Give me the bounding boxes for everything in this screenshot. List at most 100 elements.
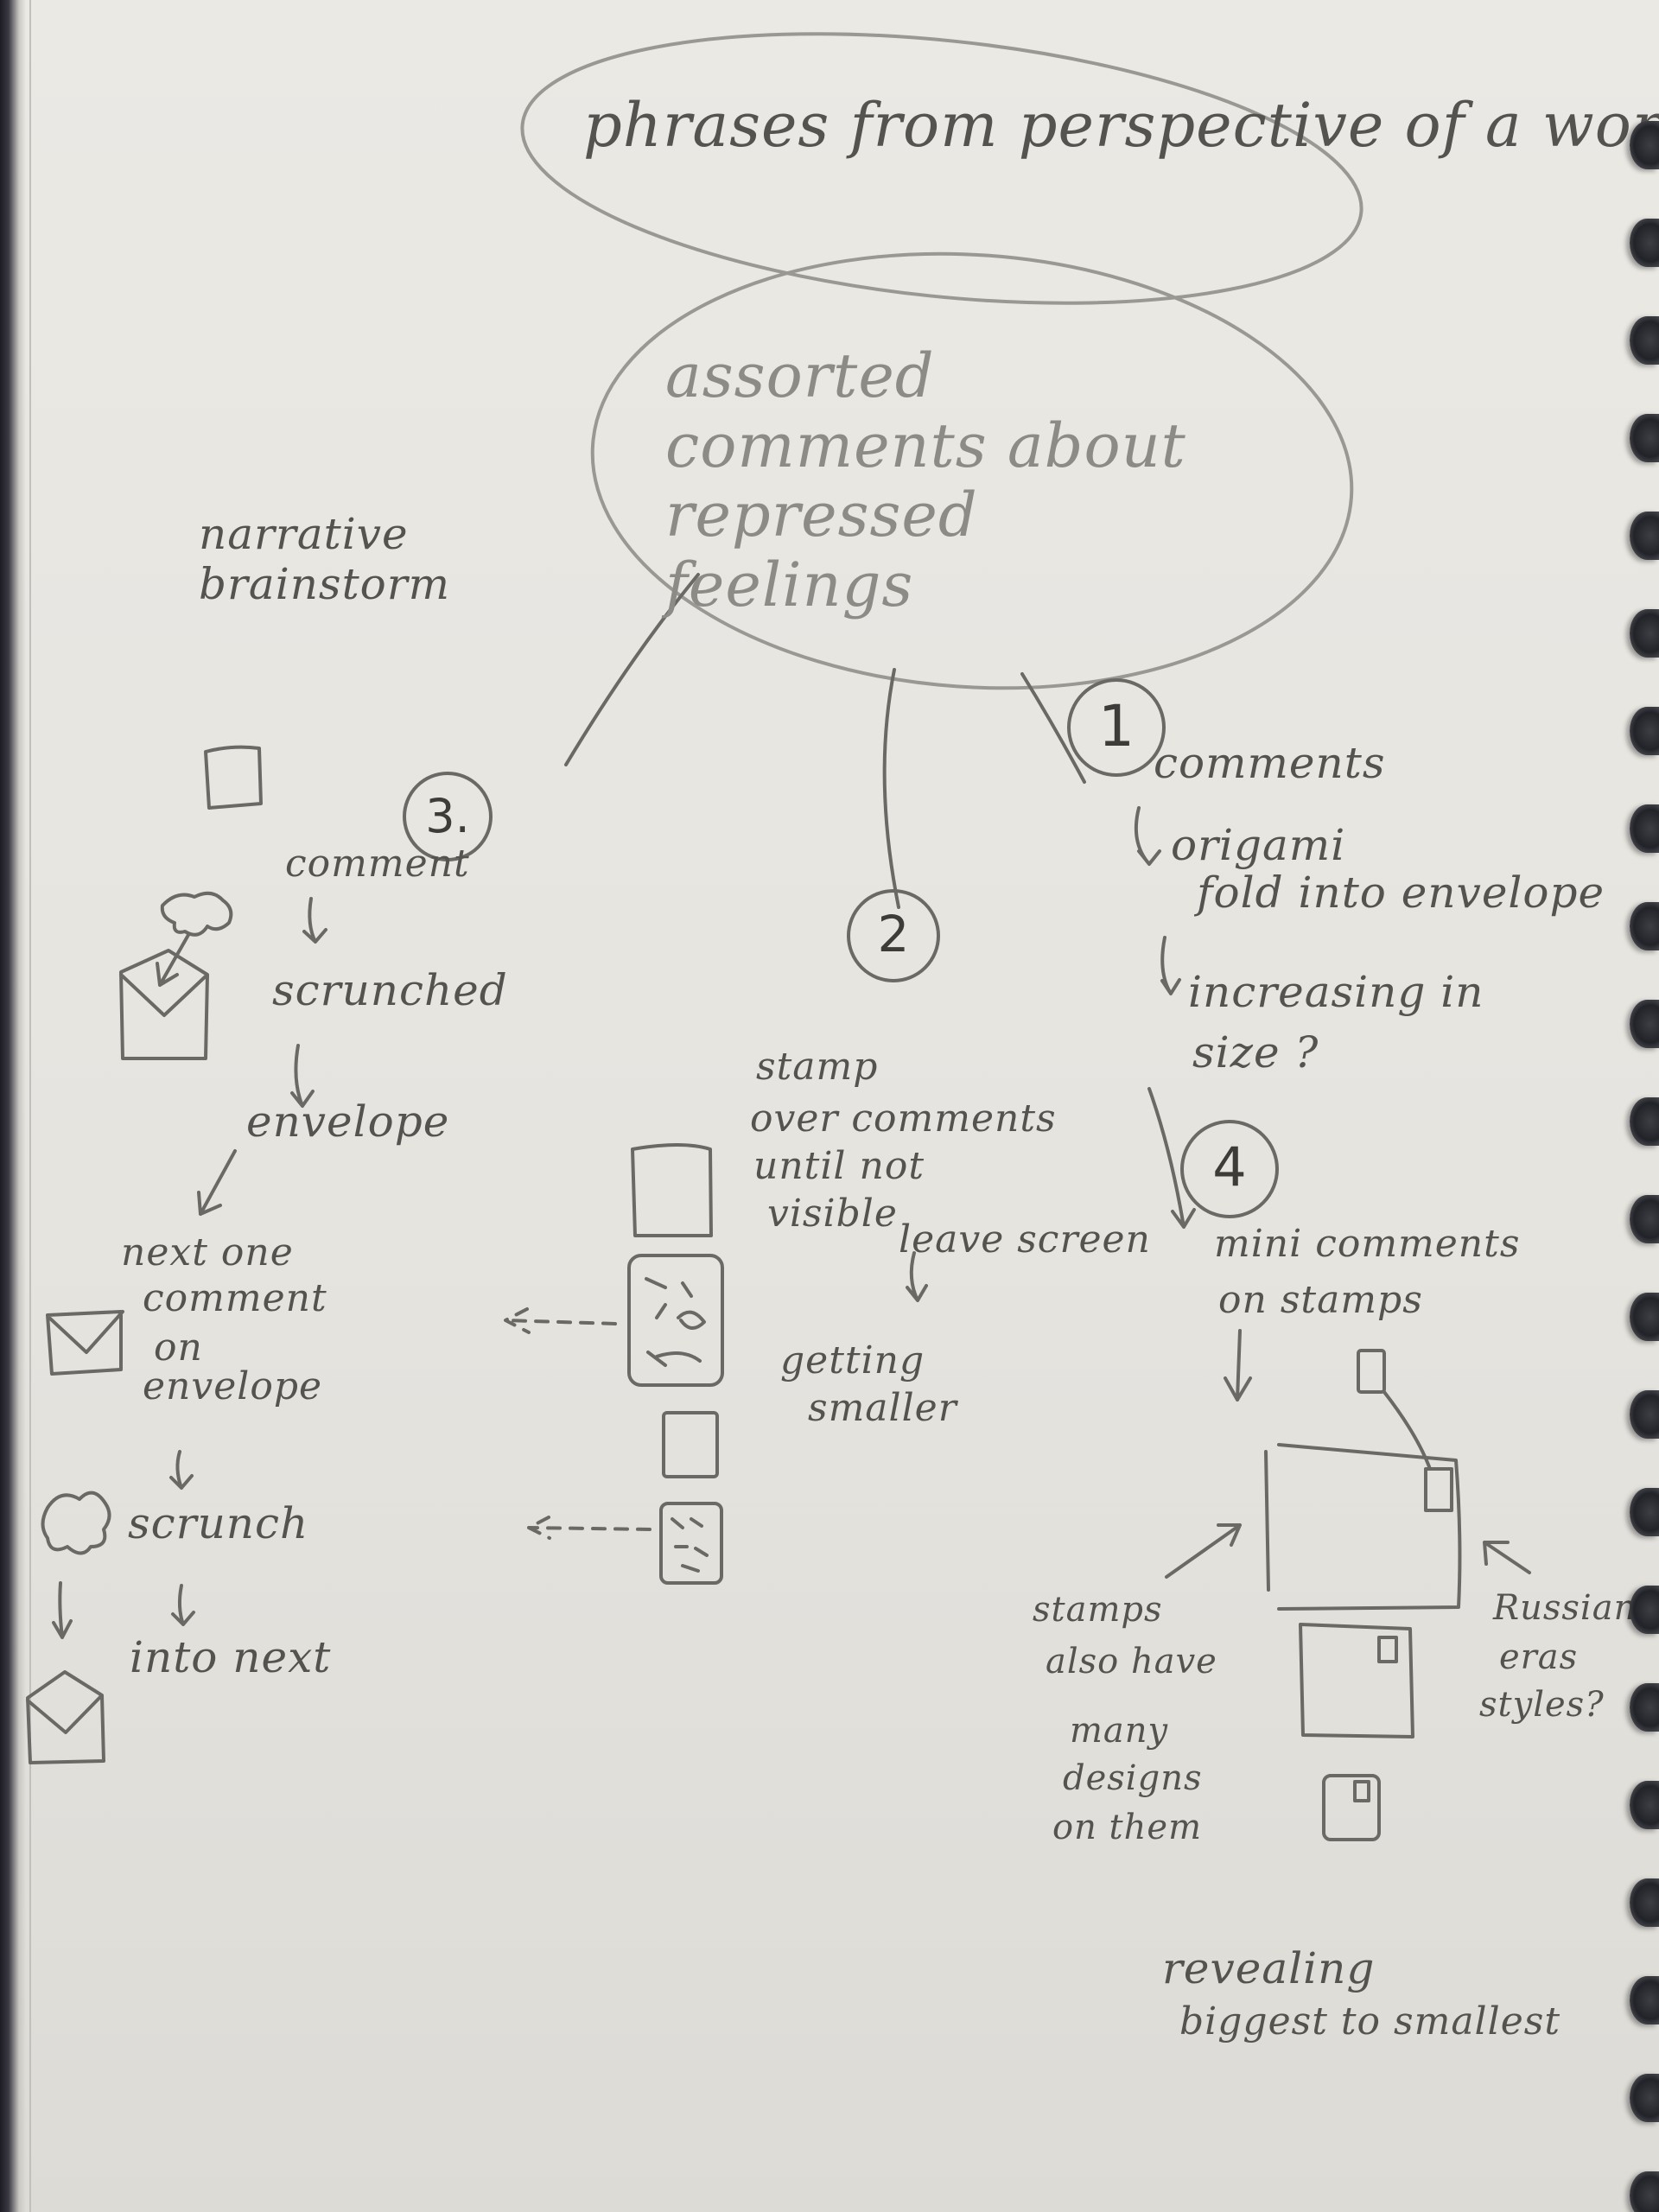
stamp-icon-plain (662, 1411, 719, 1478)
binding-ring (1630, 1878, 1659, 1927)
dashed-arrow-2 (527, 1516, 652, 1540)
b3-scrunched: scrunched (272, 965, 508, 1015)
stamp-marks-2 (671, 1517, 709, 1573)
connector-to-3 (564, 573, 700, 766)
arrow-3e (52, 1581, 73, 1639)
stamp-icon-marked-1 (627, 1254, 724, 1387)
binding-ring (1630, 2074, 1659, 2122)
stamp-corner-mark-2 (1377, 1636, 1398, 1663)
b4-many: many (1070, 1711, 1169, 1751)
arrow-3d (169, 1450, 194, 1490)
binding-ring (1630, 414, 1659, 462)
b1-comments: comments (1154, 738, 1386, 788)
number-4: 4 (1212, 1135, 1247, 1198)
b2-stamp: stamp (756, 1045, 879, 1089)
b3-into-next: into next (130, 1632, 332, 1682)
binding-ring (1630, 609, 1659, 658)
title-text: phrases from perspective of a woman (583, 90, 1659, 161)
binding-ring (1630, 1683, 1659, 1732)
stamp-marks-1 (645, 1277, 706, 1367)
binding-ring (1630, 219, 1659, 267)
b4-on-stamps: on stamps (1218, 1278, 1423, 1322)
b2-getting: getting (780, 1338, 925, 1382)
square-icon-top (204, 745, 263, 810)
b4-stamps: stamps (1033, 1590, 1163, 1630)
number-2: 2 (877, 905, 910, 963)
b4-also-have: also have (1046, 1642, 1217, 1681)
stamp-corner-mark (1424, 1467, 1453, 1512)
b3-comment-2: comment (143, 1276, 327, 1320)
arrow-4-down (1224, 1329, 1252, 1402)
binding-ring (1630, 1976, 1659, 2024)
circle-1 (1067, 678, 1166, 777)
crumpled-paper-icon-2 (41, 1491, 111, 1555)
center-oval-text: assorted comments about repressed feelin… (665, 340, 1186, 620)
b3-scrunch: scrunch (128, 1498, 309, 1548)
connector-to-1 (1020, 672, 1086, 784)
binding-ring (1630, 316, 1659, 365)
stamp-icon-tall (631, 1143, 713, 1237)
b4-russian: Russian (1493, 1588, 1637, 1628)
binding-ring (1630, 2171, 1659, 2212)
envelope-icon-final (26, 1670, 105, 1764)
arrow-crumple-to-env (156, 933, 190, 987)
stamp-corner-mark-3 (1353, 1780, 1370, 1802)
heading-text: narrative brainstorm (199, 509, 451, 609)
b1-increasing: increasing in (1188, 967, 1484, 1017)
envelope-icon-open (119, 949, 209, 1060)
b4-mini-comments: mini comments (1214, 1222, 1521, 1266)
number-3: 3. (425, 789, 470, 843)
arrow-1b (1160, 936, 1181, 995)
arrow-1-to-4 (1147, 1087, 1196, 1229)
arrow-2-down (906, 1251, 928, 1302)
b3-next-one: next one (121, 1230, 294, 1274)
arrow-3f (171, 1584, 195, 1626)
binding-ring (1630, 1195, 1659, 1243)
arrow-3c (197, 1149, 237, 1216)
dashed-arrow-1 (504, 1307, 617, 1334)
binding-ring (1630, 804, 1659, 853)
title-oval (520, 32, 1363, 305)
b4-designs: designs (1063, 1758, 1203, 1798)
binding-ring (1630, 1097, 1659, 1146)
b1-origami: origami (1171, 820, 1346, 870)
foot-biggest-to-smallest: biggest to smallest (1179, 1999, 1560, 2044)
b4-eras: eras (1499, 1637, 1579, 1677)
stamp-icon-marked-2 (659, 1502, 723, 1585)
b4-on-them: on them (1052, 1808, 1202, 1847)
stamp-icon-medium (1299, 1623, 1414, 1738)
b2-over: over comments (750, 1096, 1057, 1141)
binding-ring (1630, 707, 1659, 755)
binding-ring (1630, 512, 1659, 560)
b3-on: on (154, 1325, 203, 1370)
foot-revealing: revealing (1162, 1943, 1376, 1993)
binding-ring (1630, 902, 1659, 950)
binding-ring (1630, 1488, 1659, 1536)
connector-to-2 (882, 668, 900, 909)
arrow-1a (1134, 806, 1161, 866)
envelope-icon-closed (46, 1310, 124, 1376)
b2-visible: visible (767, 1192, 898, 1236)
circle-2 (847, 889, 940, 982)
stamp-icon-tiny (1322, 1774, 1381, 1841)
page-margin-line (29, 0, 31, 2212)
binding-ring (1630, 1000, 1659, 1048)
b1-fold: fold into envelope (1197, 868, 1605, 918)
circle-4 (1180, 1120, 1279, 1218)
stamp-link-line (1382, 1390, 1432, 1471)
stamp-icon-small-top (1357, 1349, 1386, 1394)
binding-ring (1630, 121, 1659, 169)
arrow-3a (302, 897, 327, 944)
b3-envelope: envelope (246, 1096, 450, 1147)
binding-ring (1630, 1781, 1659, 1829)
page-edge-shadow (0, 0, 26, 2212)
arrow-russian (1483, 1541, 1531, 1574)
crumpled-paper-icon-1 (160, 891, 233, 937)
binding-ring (1630, 1586, 1659, 1634)
b1-size: size ? (1192, 1027, 1319, 1077)
b3-envelope-2: envelope (143, 1364, 323, 1408)
b3-comment: comment (285, 842, 470, 886)
circle-3 (403, 772, 493, 861)
